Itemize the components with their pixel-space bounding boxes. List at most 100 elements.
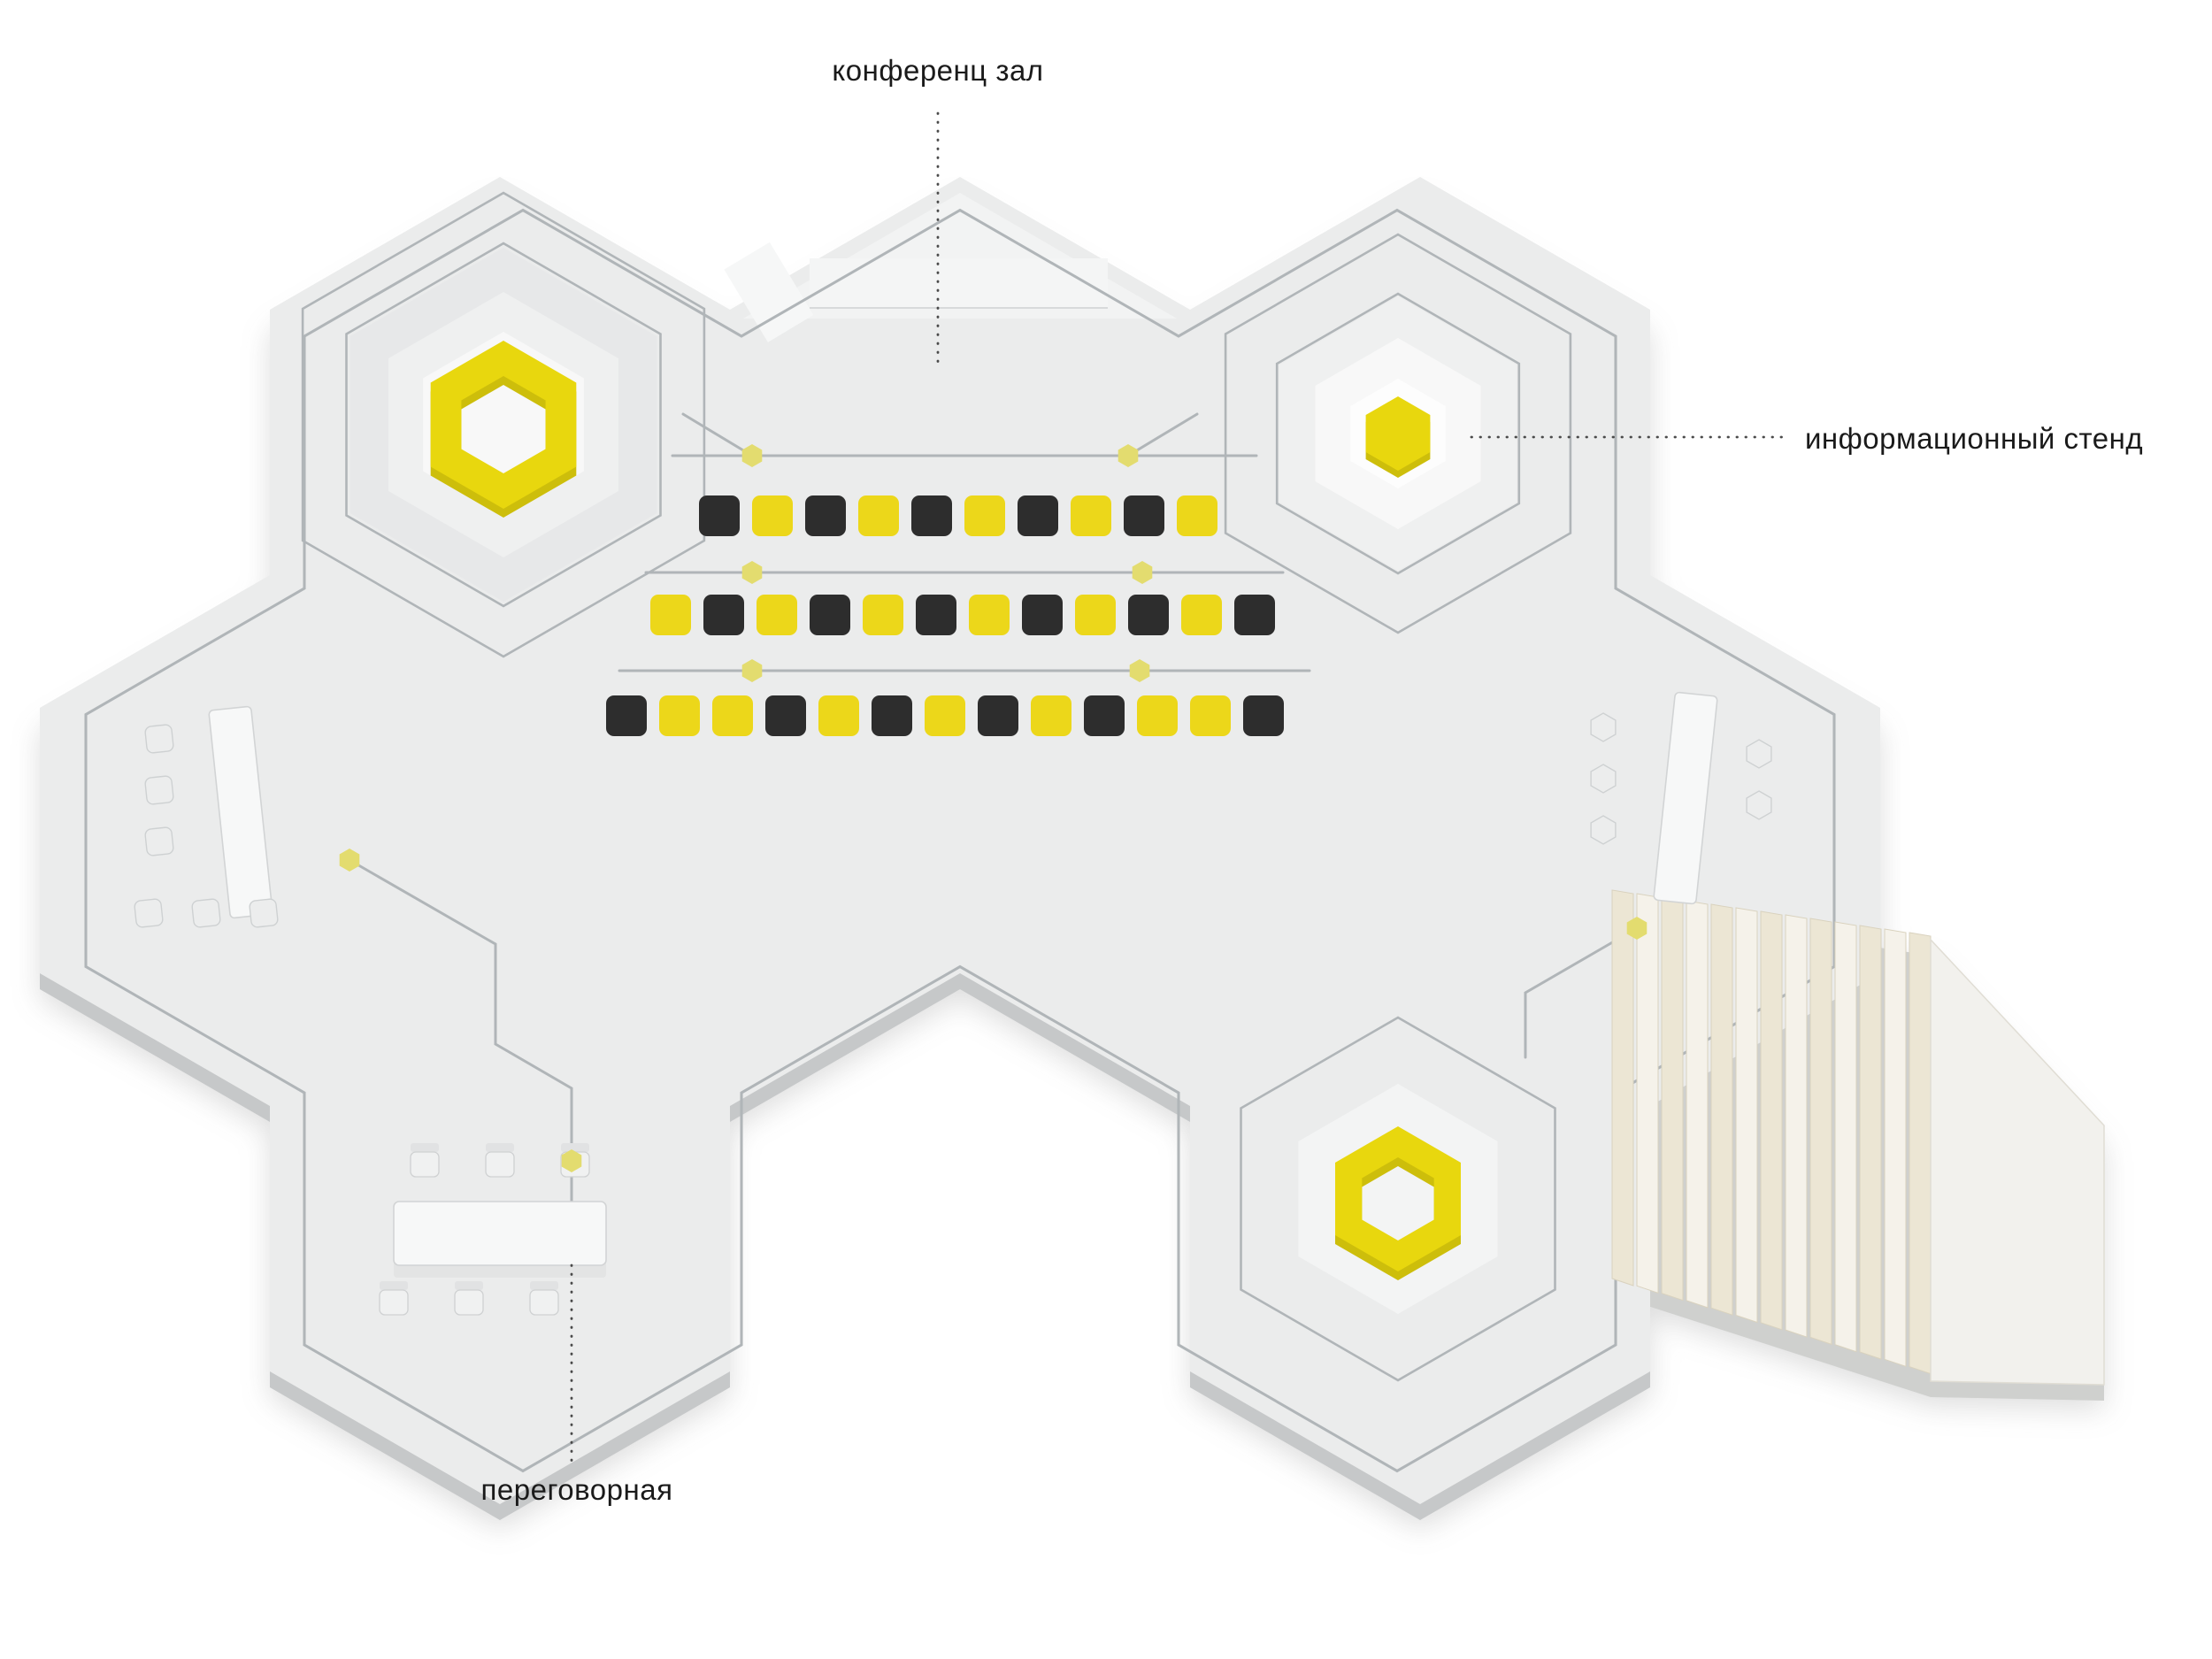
stair-step xyxy=(1884,928,1907,1367)
workstation-chair xyxy=(1590,712,1617,742)
conference-chair-dark xyxy=(872,695,912,736)
workstation-chair xyxy=(144,775,174,805)
workstation-chair xyxy=(249,898,279,928)
connector-node xyxy=(561,1149,582,1172)
chair-back xyxy=(486,1143,514,1152)
conference-chair-yellow xyxy=(752,495,793,536)
stair-step xyxy=(1710,903,1733,1316)
conference-chair-dark xyxy=(1124,495,1164,536)
meeting-table xyxy=(393,1201,607,1266)
stair-step xyxy=(1785,914,1808,1338)
furniture xyxy=(134,691,1772,1316)
hex-ring-marker xyxy=(430,341,577,509)
zone-terraces xyxy=(301,191,1572,1382)
conference-chair-yellow xyxy=(1031,695,1071,736)
label-conference-hall: конференц зал xyxy=(832,54,1044,87)
hex-outline xyxy=(1275,292,1521,575)
workstation-chair xyxy=(1746,790,1772,820)
stair-step xyxy=(1686,900,1709,1309)
hex-outline xyxy=(345,242,662,608)
conference-chair-dark xyxy=(1018,495,1058,536)
conference-chair-dark xyxy=(1128,595,1169,635)
conference-chair-yellow xyxy=(757,595,797,635)
info-stand-marker xyxy=(1365,396,1431,471)
stair-step xyxy=(1909,932,1932,1375)
corridor-line xyxy=(681,412,754,457)
hex-outline xyxy=(1240,1016,1556,1382)
meeting-chair xyxy=(410,1151,440,1178)
workstation-chair xyxy=(191,898,221,928)
meeting-chair xyxy=(454,1289,484,1316)
conference-chair-dark xyxy=(805,495,846,536)
connector-node xyxy=(1118,444,1139,467)
conference-chair-yellow xyxy=(712,695,753,736)
conference-chair-yellow xyxy=(925,695,965,736)
workstation-chair xyxy=(1590,764,1617,794)
workstation-chair xyxy=(144,724,174,754)
connector-node xyxy=(1132,561,1153,584)
yellow-hex-features xyxy=(430,341,1461,1280)
leader-lines xyxy=(570,111,1786,1463)
connector-node xyxy=(741,659,763,682)
workstation-chair xyxy=(1590,815,1617,845)
conference-chair-dark xyxy=(916,595,956,635)
conference-chair-yellow xyxy=(1071,495,1111,536)
corridor-line xyxy=(1524,926,1639,1059)
hex-outline xyxy=(301,191,706,658)
stair-step xyxy=(1859,925,1882,1360)
stair-step xyxy=(1834,921,1857,1353)
conference-chair-yellow xyxy=(964,495,1005,536)
corridor-line xyxy=(348,858,573,1233)
conference-seating xyxy=(606,495,1284,736)
stair-step xyxy=(1809,918,1832,1346)
meeting-chair xyxy=(485,1151,515,1178)
conference-chair-dark xyxy=(911,495,952,536)
chair-back xyxy=(411,1143,439,1152)
conference-chair-dark xyxy=(1234,595,1275,635)
conference-chair-yellow xyxy=(650,595,691,635)
meeting-chair xyxy=(529,1289,559,1316)
conference-chair-yellow xyxy=(858,495,899,536)
conference-chair-yellow xyxy=(863,595,903,635)
chair-back xyxy=(530,1281,558,1290)
stage xyxy=(810,258,1108,308)
conference-chair-dark xyxy=(1243,695,1284,736)
conference-chair-dark xyxy=(765,695,806,736)
wall-segment xyxy=(724,242,814,342)
label-meeting-room: переговорная xyxy=(480,1473,673,1506)
hex-terrace xyxy=(1298,1084,1498,1314)
conference-chair-dark xyxy=(606,695,647,736)
desk xyxy=(1653,691,1718,905)
conference-chair-yellow xyxy=(659,695,700,736)
conference-chair-yellow xyxy=(1177,495,1217,536)
stair-step xyxy=(1661,896,1684,1302)
stair-step xyxy=(1760,910,1783,1331)
stair-step xyxy=(1611,889,1634,1286)
hex-outline xyxy=(1224,233,1572,634)
stair-step xyxy=(1636,893,1659,1294)
meeting-chair xyxy=(379,1289,409,1316)
chair-back xyxy=(561,1143,589,1152)
conference-chair-dark xyxy=(699,495,740,536)
conference-chair-yellow xyxy=(1137,695,1178,736)
connector-node xyxy=(741,561,763,584)
workstation-chair xyxy=(144,826,174,856)
connector-node xyxy=(339,849,360,872)
connector-node xyxy=(1129,659,1150,682)
conference-chair-dark xyxy=(1084,695,1125,736)
connector-nodes xyxy=(339,444,1647,1172)
connector-node xyxy=(741,444,763,467)
conference-chair-dark xyxy=(703,595,744,635)
hex-ring-marker xyxy=(1335,1126,1461,1271)
conference-chair-yellow xyxy=(1075,595,1116,635)
connector-node xyxy=(1626,917,1647,940)
stair-wall xyxy=(1930,938,2105,1386)
workstation-chair xyxy=(1746,739,1772,769)
stairs xyxy=(1611,889,2105,1386)
label-info-stand: информационный стенд xyxy=(1805,422,2144,455)
corridor-line xyxy=(1126,412,1199,457)
conference-chair-yellow xyxy=(1181,595,1222,635)
inset-outline xyxy=(84,208,1836,1473)
